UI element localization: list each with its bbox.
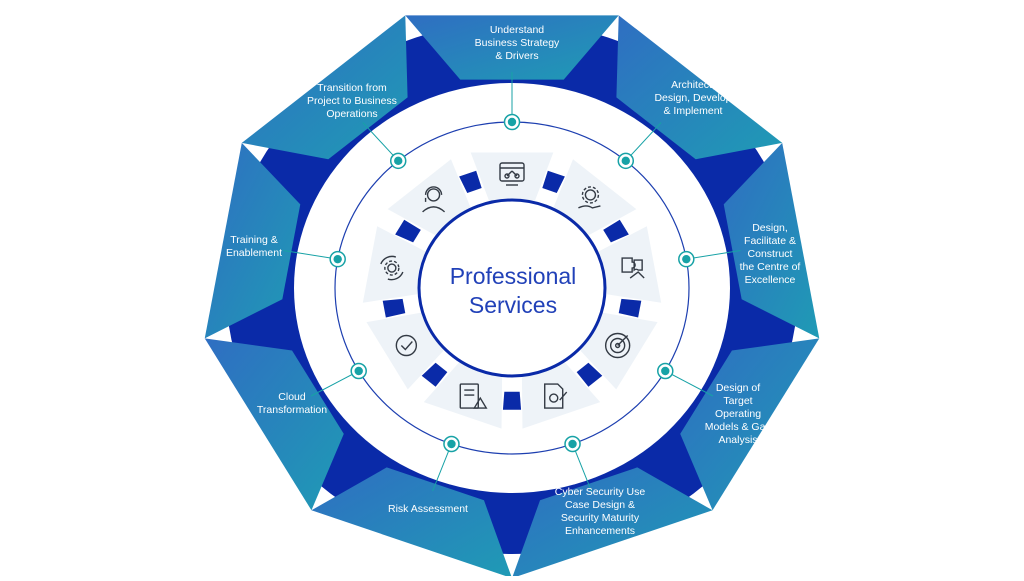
icon-panel — [366, 312, 444, 390]
center-circle — [417, 198, 607, 378]
leader-line — [572, 443, 592, 492]
icon-panel — [598, 226, 662, 303]
service-tab — [311, 467, 512, 579]
leader-line — [283, 249, 338, 260]
icon-panel — [423, 362, 503, 429]
network-diagram-icon — [499, 162, 525, 186]
service-label: Understand Business Strategy & Drivers — [474, 23, 560, 62]
gear-cycle-icon — [380, 255, 404, 281]
service-tab — [204, 338, 344, 511]
connector-node-dot — [568, 439, 577, 449]
inner-block — [542, 170, 565, 193]
gear-hand-icon — [578, 186, 601, 209]
connector-node-dot — [354, 366, 363, 376]
inner-block — [576, 362, 603, 387]
center-title: Professional Services — [449, 263, 577, 318]
target-arrow-icon — [604, 332, 631, 359]
inner-block — [421, 362, 448, 387]
icon-panel — [387, 159, 471, 236]
inner-block — [459, 170, 482, 193]
leader-line — [432, 443, 452, 492]
inner-block — [618, 298, 642, 318]
service-tab — [405, 15, 619, 80]
connector-node-dot — [394, 156, 403, 166]
service-label: Architect, Design, Develop & Implement — [654, 78, 732, 117]
inner-block — [502, 391, 522, 410]
secure-document-icon — [544, 383, 568, 409]
connector-node-dot — [682, 254, 691, 264]
leader-line — [310, 370, 359, 397]
service-tab — [241, 15, 408, 160]
checkmark-circle-icon — [395, 334, 418, 357]
service-label: Cyber Security Use Case Design & Securit… — [554, 486, 646, 537]
support-agent-icon — [422, 186, 446, 213]
inner-block — [603, 219, 629, 243]
leader-line — [362, 122, 399, 162]
connector-node-dot — [507, 117, 517, 127]
service-tab — [204, 142, 301, 339]
checklist-warning-icon — [459, 383, 488, 409]
service-label: Training & Enablement — [225, 234, 283, 259]
service-label: Transition from Project to Business Oper… — [307, 81, 397, 120]
connector-node-dot — [661, 366, 670, 376]
puzzle-hand-icon — [621, 257, 645, 279]
service-label: Design, Facilitate & Construct the Centr… — [739, 221, 801, 286]
inner-block — [395, 219, 421, 243]
leader-line — [686, 249, 741, 260]
service-label: Design of Target Operating Models & Gap … — [704, 381, 772, 446]
connector-node-dot — [447, 439, 456, 449]
service-tab — [723, 142, 820, 339]
icon-panel — [521, 362, 601, 429]
service-tab — [512, 467, 713, 579]
service-tab — [680, 338, 820, 511]
service-tab — [616, 15, 783, 160]
icon-panel — [470, 152, 554, 201]
service-label: Cloud Transformation — [256, 391, 328, 416]
leader-line — [665, 370, 714, 397]
leader-line — [625, 122, 662, 162]
icon-panel — [580, 312, 658, 390]
service-label: Risk Assessment — [388, 502, 468, 515]
inner-block — [382, 298, 406, 318]
connector-node-dot — [333, 254, 342, 264]
connector-node-dot — [621, 156, 630, 166]
